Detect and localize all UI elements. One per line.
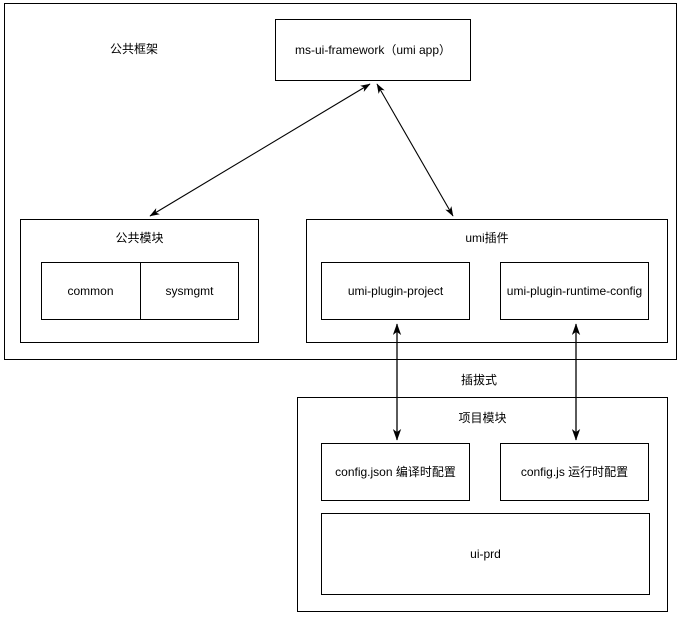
ui-prd-box[interactable] xyxy=(321,513,650,595)
common-modules-divider xyxy=(140,262,141,320)
project-modules-group-title: 项目模块 xyxy=(458,411,507,425)
module-sysmgmt-label[interactable]: sysmgmt xyxy=(165,283,214,298)
module-common-label[interactable]: common xyxy=(67,283,114,298)
common-framework-container xyxy=(4,3,677,360)
ms-ui-framework-box[interactable] xyxy=(275,19,471,81)
common-modules-group-box xyxy=(20,219,259,343)
config-js-box[interactable] xyxy=(500,443,649,501)
config-json-label: config.json 编译时配置 xyxy=(335,464,456,479)
umi-plugins-group-title: umi插件 xyxy=(465,231,509,245)
config-js-label: config.js 运行时配置 xyxy=(520,464,629,479)
umi-plugins-group-box xyxy=(306,219,668,343)
common-framework-label: 公共框架 xyxy=(110,42,159,56)
umi-plugin-runtime-config-label: umi-plugin-runtime-config xyxy=(506,283,643,298)
common-modules-group-title: 公共模块 xyxy=(115,231,164,245)
ms-ui-framework-label: ms-ui-framework（umi app） xyxy=(294,42,452,57)
ui-prd-label: ui-prd xyxy=(470,546,501,561)
umi-plugin-project-label: umi-plugin-project xyxy=(347,283,444,298)
umi-plugin-runtime-config-box[interactable] xyxy=(500,262,649,320)
config-json-box[interactable] xyxy=(321,443,470,501)
project-modules-group-box xyxy=(297,397,668,612)
umi-plugin-project-box[interactable] xyxy=(321,262,470,320)
pluggable-label: 插拔式 xyxy=(461,373,498,387)
